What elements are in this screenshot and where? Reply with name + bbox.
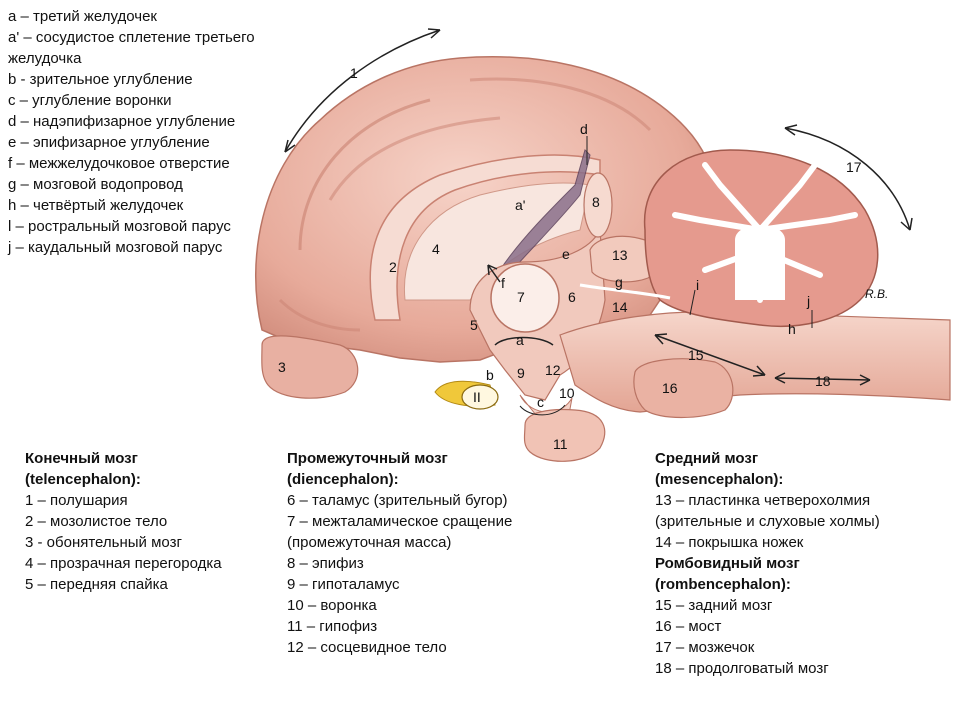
label-c: c	[537, 394, 544, 410]
legend-item: 18 – продолговатый мозг	[655, 660, 829, 677]
label-2: 2	[389, 259, 397, 275]
legend-item: 6 – таламус (зрительный бугор)	[287, 492, 508, 509]
arrow-17	[784, 124, 913, 231]
legend-item: 7 – межталамическое сращение	[287, 513, 513, 530]
ventricles-legend: a – третий желудочек a' – сосудистое спл…	[8, 6, 298, 258]
label-j: j	[806, 293, 810, 309]
diencephalon-legend: Промежуточный мозг (diencephalon): 6 – т…	[287, 448, 512, 658]
legend-item: h – четвёртый желудочек	[8, 197, 184, 214]
legend-item: b - зрительное углубление	[8, 71, 193, 88]
pointer-lines	[519, 136, 813, 416]
legend-item: 15 – задний мозг	[655, 597, 773, 614]
section-title: Ромбовидный мозг	[655, 555, 800, 572]
legend-item: 14 – покрышка ножек	[655, 534, 804, 551]
label-6: 6	[568, 289, 576, 305]
label-f: f	[501, 275, 505, 291]
section-title: Промежуточный мозг	[287, 450, 448, 467]
label-5: 5	[470, 317, 478, 333]
pineal-body	[583, 172, 613, 238]
mesencephalon-legend: Средний мозг (mesencephalon): 13 – пласт…	[655, 448, 880, 679]
choroid-plexus	[499, 149, 591, 276]
label-7: 7	[517, 289, 525, 305]
label-18: 18	[815, 373, 831, 389]
legend-item: 12 – сосцевидное тело	[287, 639, 447, 656]
legend-item: a – третий желудочек	[8, 8, 157, 25]
section-latin: (diencephalon):	[287, 471, 399, 488]
section-title: Средний мозг	[655, 450, 759, 467]
legend-item: j – каудальный мозговой парус	[8, 239, 223, 256]
label-3: 3	[278, 359, 286, 375]
label-II: II	[473, 389, 481, 405]
label-b: b	[486, 367, 494, 383]
legend-item: (промежуточная масса)	[287, 534, 452, 551]
legend-item: 17 – мозжечок	[655, 639, 755, 656]
pons	[633, 358, 734, 419]
gyrus-line	[298, 98, 431, 251]
label-10: 10	[559, 385, 575, 401]
legend-item: c – углубление воронки	[8, 92, 172, 109]
legend-item: l – ростральный мозговой парус	[8, 218, 231, 235]
gyrus-line	[469, 77, 652, 132]
label-14: 14	[612, 299, 628, 315]
hypophysis	[523, 408, 606, 462]
label-d: d	[580, 121, 588, 137]
olfactory-bulb	[261, 335, 359, 399]
label-11: 11	[553, 436, 568, 452]
label-e: e	[562, 246, 570, 262]
brainstem	[559, 311, 951, 413]
arrow-f	[487, 264, 501, 283]
label-h: h	[788, 321, 796, 337]
legend-item: 11 – гипофиз	[287, 618, 378, 635]
label-g: g	[615, 274, 623, 290]
legend-item: 16 – мост	[655, 618, 722, 635]
label-8: 8	[592, 194, 600, 210]
label-12: 12	[545, 362, 561, 378]
cerebral-aqueduct	[579, 283, 671, 300]
arrow-15	[654, 333, 766, 377]
legend-item: 4 – прозрачная перегородка	[25, 555, 222, 572]
telencephalon-legend: Конечный мозг (telencephalon): 1 – полуш…	[25, 448, 222, 595]
label-13: 13	[612, 247, 628, 263]
label-15: 15	[688, 347, 704, 363]
arrow-18	[774, 372, 871, 386]
label-i: i	[696, 277, 699, 293]
section-latin: (rombencephalon):	[655, 576, 791, 593]
interthalamic-adhesion	[490, 263, 560, 333]
legend-item: 1 – полушария	[25, 492, 128, 509]
legend-item: 9 – гипоталамус	[287, 576, 400, 593]
label-1: 1	[350, 65, 358, 81]
legend-item: 2 – мозолистое тело	[25, 513, 168, 530]
legend-item: e – эпифизарное углубление	[8, 134, 210, 151]
gyrus-line	[278, 298, 361, 332]
label-9: 9	[517, 365, 525, 381]
legend-item: a' – сосудистое сплетение третьего желуд…	[8, 29, 255, 67]
label-4: 4	[432, 241, 440, 257]
section-latin: (telencephalon):	[25, 471, 141, 488]
label-16: 16	[662, 380, 678, 396]
legend-item: 5 – передняя спайка	[25, 576, 168, 593]
label-17: 17	[846, 159, 862, 175]
arrow-1	[284, 28, 441, 153]
legend-item: 8 – эпифиз	[287, 555, 364, 572]
legend-item: g – мозговой водопровод	[8, 176, 183, 193]
label-a-prime: a'	[515, 197, 525, 213]
label-a: a	[516, 332, 524, 348]
section-latin: (mesencephalon):	[655, 471, 784, 488]
arbor-vitae-core	[735, 225, 785, 300]
arrow-a	[494, 336, 554, 346]
section-title: Конечный мозг	[25, 450, 138, 467]
legend-item: d – надэпифизарное углубление	[8, 113, 236, 130]
legend-item: (зрительные и слуховые холмы)	[655, 513, 880, 530]
optic-chiasm	[461, 384, 499, 410]
corpus-callosum	[369, 154, 601, 321]
artist-signature: R.B.	[865, 287, 888, 301]
legend-item: 10 – воронка	[287, 597, 377, 614]
gyrus-line	[328, 116, 501, 201]
legend-item: 13 – пластинка четверохолмия	[655, 492, 871, 509]
legend-item: f – межжелудочковое отверстие	[8, 155, 230, 172]
legend-item: 3 - обонятельный мозг	[25, 534, 182, 551]
